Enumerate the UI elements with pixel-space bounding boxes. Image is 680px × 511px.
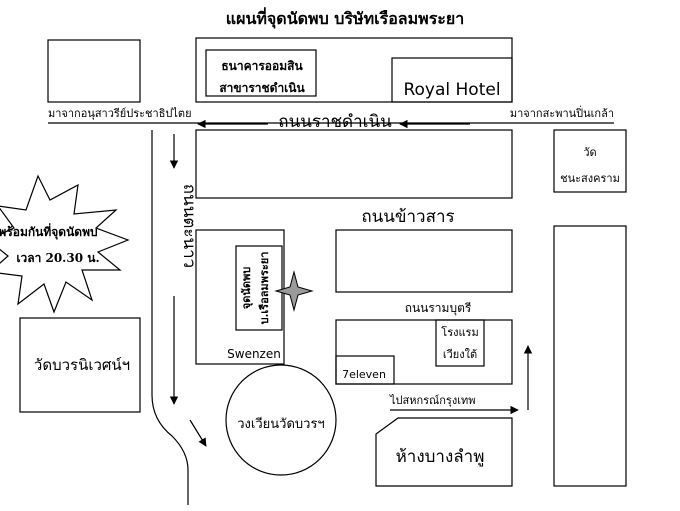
banglamphu-label: ห้างบางลำพู [396, 447, 485, 467]
meeting-point-sign [235, 245, 283, 331]
block-swenzen [195, 229, 285, 365]
meeting-point-label-line1: จุดนัดพบ [240, 267, 254, 310]
meeting-burst-line2: เวลา 20.30 น. [16, 251, 99, 265]
meeting-point-star-icon [274, 270, 314, 312]
seven-eleven-store [335, 355, 395, 385]
block-khaosan-south [335, 229, 513, 293]
meeting-point-label-line2: บ.เรือลมพระยา [258, 252, 271, 325]
block-top-left [47, 39, 141, 103]
bank-label-line1: ธนาคารออมสิน [221, 59, 303, 73]
viengtai-hotel [435, 319, 485, 367]
wat-bowonniwet [19, 317, 141, 413]
tanao-road-label: ถนนตะนาว [179, 184, 199, 268]
meeting-time-burst [0, 174, 130, 314]
ratchadamnoen-road-label: ถนนราชดำเนิน [278, 112, 392, 132]
tanao-road-edge [151, 130, 189, 505]
block-rambuttri [335, 319, 513, 385]
wat-chana-label-line1: วัด [583, 146, 596, 159]
to-cooperative-label: ไปสหกรณ์กรุงเทพ [389, 394, 475, 407]
wat-chana-label-line2: ชนะสงคราม [560, 172, 620, 185]
bowon-roundabout [225, 364, 337, 476]
circle-approach-arrow [189, 419, 207, 447]
khaosan-road-label: ถนนข้าวสาร [361, 207, 454, 227]
viengtai-label-line1: โรงแรม [441, 325, 478, 339]
bank-building [205, 49, 317, 97]
block-ratchadamnoen-south [195, 129, 513, 199]
wat-chana-songkhram [553, 129, 627, 193]
wat-bowonniwet-label: วัดบวรนิเวศน์ฯ [34, 356, 130, 374]
map-title: แผนที่จุดนัดพบ บริษัทเรือลมพระยา [226, 7, 465, 29]
seven-eleven-label: 7eleven [342, 368, 386, 381]
block-right-tall [553, 225, 627, 487]
from-democracy-monument-label: มาจากอนุสาวรีย์ประชาธิปไตย [48, 107, 192, 120]
swenzen-label: Swenzen [227, 347, 281, 361]
from-pinklao-bridge-label: มาจากสะพานปิ่นเกล้า [510, 105, 614, 120]
banglamphu-store [375, 417, 513, 487]
royal-hotel-label: Royal Hotel [403, 80, 500, 100]
bank-label-line2: สาขาราชดำเนิน [219, 81, 305, 95]
meeting-burst-line1: พร้อมกันที่จุดนัดพบ [0, 223, 98, 240]
bowon-roundabout-label: วงเวียนวัดบวรฯ [237, 416, 324, 432]
viengtai-label-line2: เวียงใต้ [443, 348, 477, 361]
rambuttri-road-label: ถนนรามบุตรี [405, 301, 472, 316]
royal-hotel-building [391, 57, 513, 103]
